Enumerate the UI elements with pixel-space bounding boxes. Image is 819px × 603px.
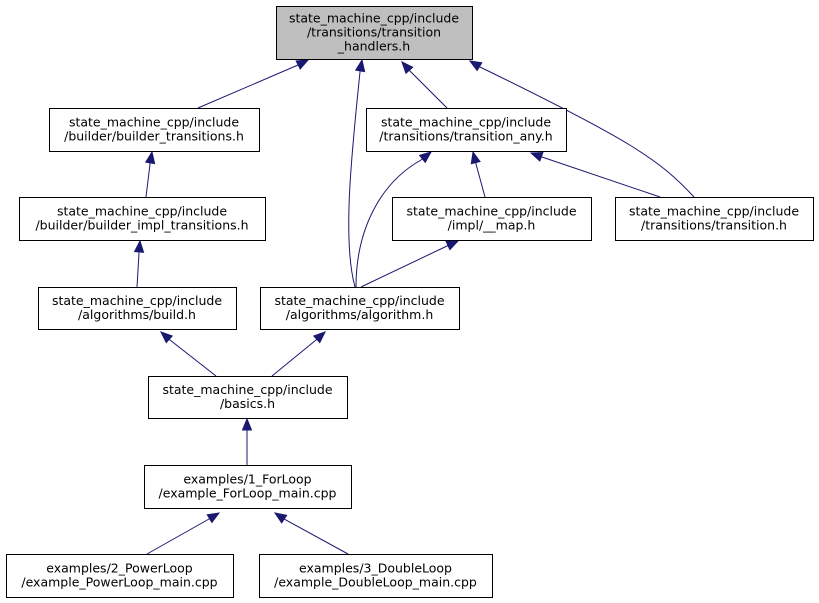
arrowhead-icon: [241, 417, 253, 431]
node-label-line: state_machine_cpp/include: [381, 114, 551, 129]
node-label-line: /impl/__map.h: [448, 218, 536, 233]
dependency-edge: [197, 59, 310, 109]
node-box: [260, 287, 460, 330]
file-node[interactable]: state_machine_cpp/include/algorithms/alg…: [260, 287, 460, 330]
dependency-edge: [241, 417, 253, 465]
file-node[interactable]: state_machine_cpp/include/builder/builde…: [49, 108, 260, 152]
node-label-line: /algorithms/algorithm.h: [286, 307, 434, 322]
arrowhead-icon: [418, 151, 433, 164]
file-node[interactable]: state_machine_cpp/include/algorithms/bui…: [38, 287, 237, 330]
node-label-line: state_machine_cpp/include: [69, 114, 239, 129]
edge-line: [469, 60, 695, 198]
edge-line: [355, 151, 432, 288]
dependency-edge: [348, 58, 366, 288]
edge-line: [348, 59, 363, 288]
arrowhead-icon: [468, 60, 483, 72]
arrowhead-icon: [133, 239, 145, 253]
node-label-line: state_machine_cpp/include: [162, 382, 332, 397]
node-label-line: /example_PowerLoop_main.cpp: [21, 575, 217, 590]
root-file-node: state_machine_cpp/include/transitions/tr…: [276, 6, 473, 60]
node-label-line: /example_ForLoop_main.cpp: [159, 486, 337, 501]
arrowhead-icon: [445, 240, 460, 251]
node-box: [366, 108, 567, 152]
node-label-line: /basics.h: [220, 396, 275, 411]
dependency-edge: [401, 61, 448, 109]
node-label-line: /algorithms/build.h: [78, 307, 196, 322]
arrowhead-icon: [529, 152, 544, 162]
edge-line: [274, 512, 349, 555]
file-node[interactable]: examples/3_DoubleLoop/example_DoubleLoop…: [259, 554, 493, 598]
arrowhead-icon: [295, 59, 310, 70]
arrowhead-icon: [312, 331, 326, 344]
node-box: [276, 6, 473, 60]
node-box: [392, 197, 592, 241]
node-label-line: /transitions/transition_any.h: [379, 129, 552, 144]
node-label-line: state_machine_cpp/include: [274, 293, 444, 308]
dependency-edge: [470, 150, 486, 198]
node-label-line: examples/1_ForLoop: [183, 471, 311, 486]
node-box: [615, 197, 814, 241]
arrowhead-icon: [470, 150, 481, 165]
file-node[interactable]: state_machine_cpp/include/transitions/tr…: [615, 197, 814, 241]
dependency-edge: [355, 151, 433, 288]
dependency-edge: [271, 331, 326, 377]
edge-line: [360, 240, 459, 288]
dependency-edge: [273, 512, 349, 555]
node-label-line: /builder/builder_transitions.h: [64, 129, 244, 144]
arrowhead-icon: [160, 331, 174, 344]
dependency-edge: [468, 60, 695, 198]
node-label-line: /example_DoubleLoop_main.cpp: [274, 575, 477, 590]
file-node[interactable]: state_machine_cpp/include/basics.h: [148, 376, 348, 419]
node-label-line: state_machine_cpp/include: [289, 10, 459, 25]
node-box: [6, 554, 234, 598]
dependency-edge: [160, 331, 217, 377]
file-node[interactable]: state_machine_cpp/include/impl/__map.h: [392, 197, 592, 241]
file-node[interactable]: examples/1_ForLoop/example_ForLoop_main.…: [144, 465, 352, 509]
node-label-line: /transitions/transition: [307, 24, 441, 39]
file-node[interactable]: examples/2_PowerLoop/example_PowerLoop_m…: [6, 554, 234, 598]
arrowhead-icon: [401, 61, 414, 75]
edge-line: [197, 59, 309, 109]
node-box: [148, 376, 348, 419]
dependency-edge: [146, 512, 221, 555]
arrowhead-icon: [206, 512, 221, 524]
arrowhead-icon: [144, 150, 156, 165]
node-label-line: /builder/builder_impl_transitions.h: [35, 218, 248, 233]
node-label-line: _handlers.h: [337, 39, 410, 54]
dependency-edge: [360, 240, 460, 288]
node-box: [38, 287, 237, 330]
node-label-line: state_machine_cpp/include: [57, 203, 227, 218]
node-box: [19, 197, 266, 241]
edge-line: [530, 152, 661, 198]
dependency-edge: [133, 239, 145, 288]
dependency-edge: [144, 150, 156, 198]
node-label-line: examples/2_PowerLoop: [46, 560, 193, 575]
arrowhead-icon: [273, 512, 288, 524]
node-label-line: state_machine_cpp/include: [406, 203, 576, 218]
node-box: [49, 108, 260, 152]
edge-line: [146, 512, 220, 555]
node-box: [259, 554, 493, 598]
node-label-line: examples/3_DoubleLoop: [299, 560, 452, 575]
node-label-line: /transitions/transition.h: [641, 218, 787, 233]
node-box: [144, 465, 352, 509]
node-label-line: state_machine_cpp/include: [52, 293, 222, 308]
file-node[interactable]: state_machine_cpp/include/builder/builde…: [19, 197, 266, 241]
dependency-edge: [529, 152, 661, 198]
arrowhead-icon: [354, 58, 366, 73]
file-node[interactable]: state_machine_cpp/include/transitions/tr…: [366, 108, 567, 152]
node-label-line: state_machine_cpp/include: [629, 203, 799, 218]
